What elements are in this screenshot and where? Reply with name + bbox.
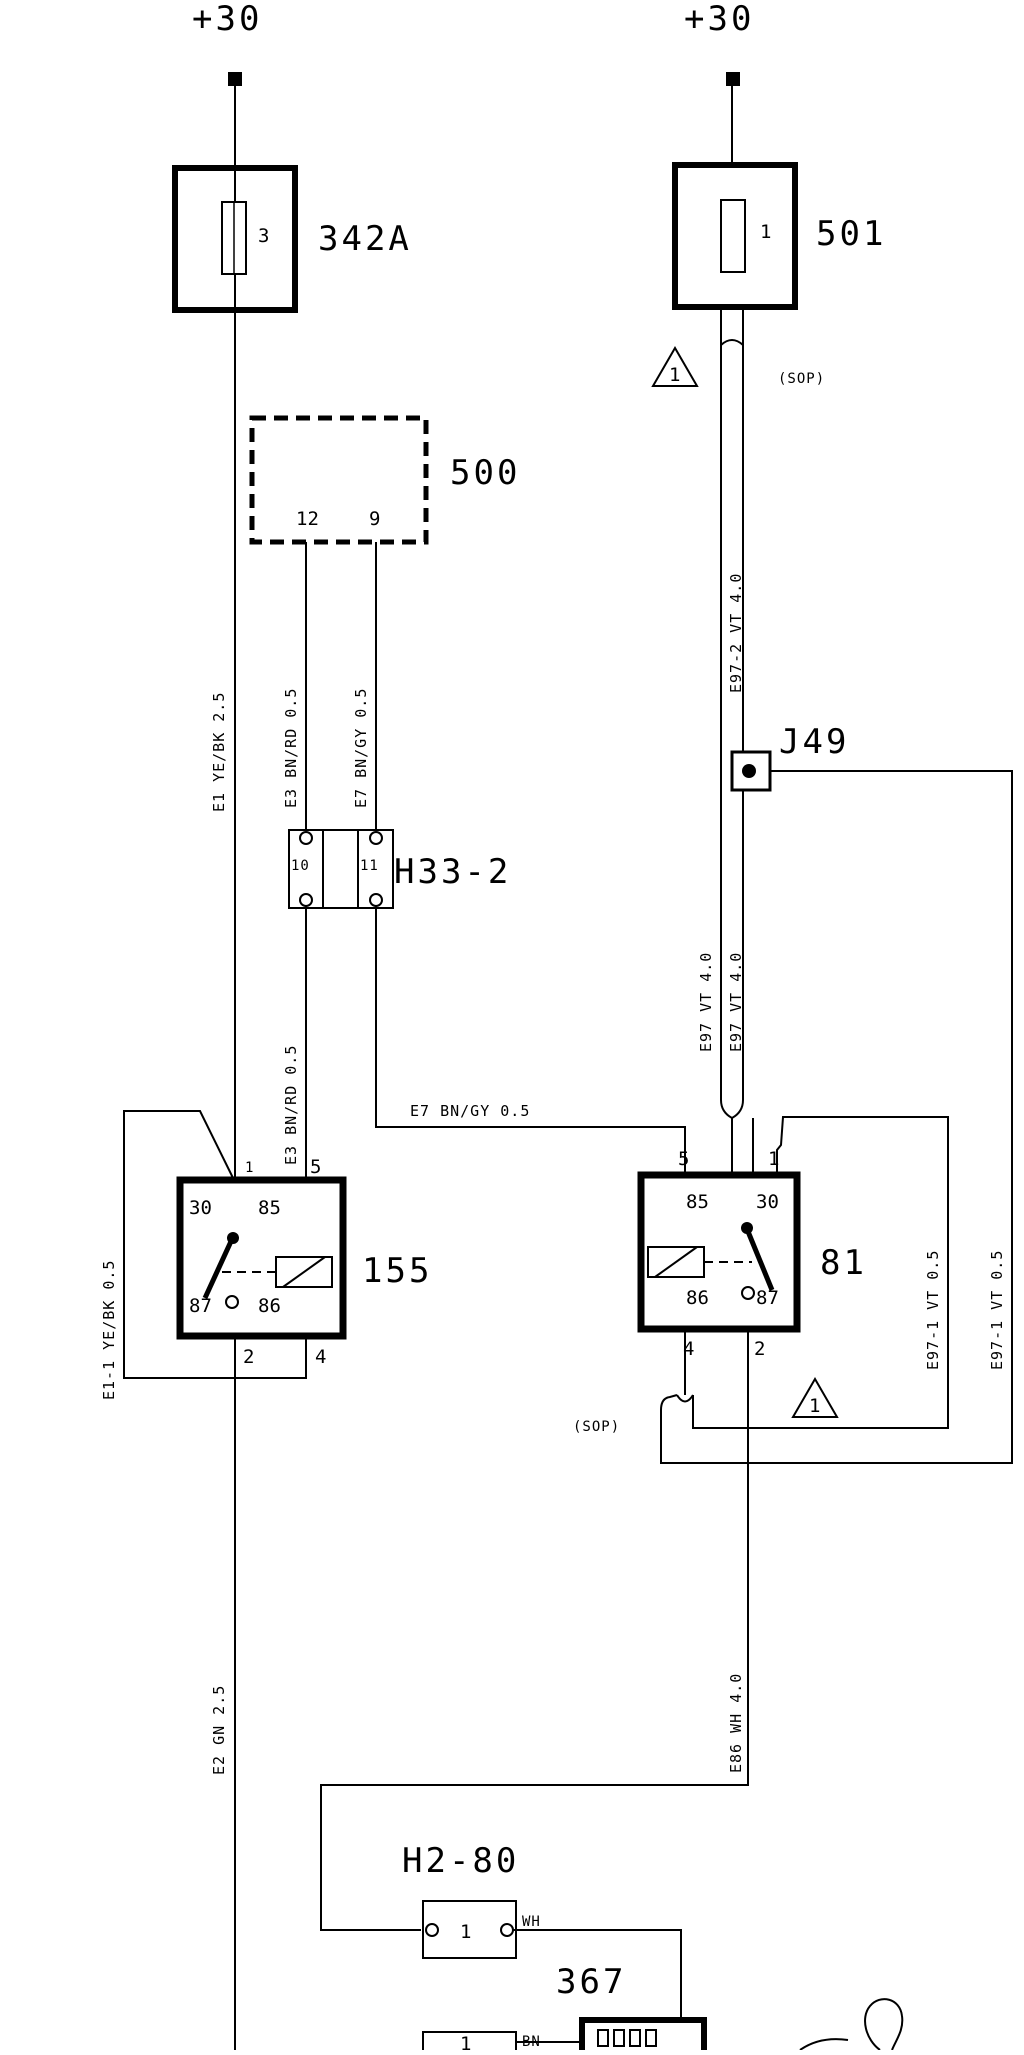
terminal-right xyxy=(726,72,740,86)
wire-label-e97-2: E97-2 VT 4.0 xyxy=(727,573,745,693)
svg-text:1: 1 xyxy=(460,1921,471,1943)
relay-155: 30 85 87 86 1 5 2 4 xyxy=(176,1156,347,1368)
svg-text:85: 85 xyxy=(258,1197,281,1219)
svg-text:87: 87 xyxy=(756,1287,779,1309)
svg-text:1: 1 xyxy=(809,1395,820,1417)
splice-j49 xyxy=(730,750,772,792)
fuse-342a: 3 xyxy=(172,165,298,313)
svg-text:5: 5 xyxy=(678,1148,689,1170)
connector-367 xyxy=(422,2031,517,2055)
svg-text:30: 30 xyxy=(189,1197,212,1219)
connector-h33-2: 10 11 xyxy=(288,829,394,909)
svg-text:1: 1 xyxy=(245,1160,254,1176)
wire-label-e3-upper: E3 BN/RD 0.5 xyxy=(282,688,300,808)
connector-h2-80: 1 xyxy=(422,1900,517,1959)
svg-text:1: 1 xyxy=(669,364,680,386)
terminal-left xyxy=(228,72,242,86)
h33-pin-10: 10 xyxy=(291,858,310,874)
svg-text:86: 86 xyxy=(258,1295,281,1317)
connector-h2-80-label: H2-80 xyxy=(402,1841,519,1881)
svg-text:1: 1 xyxy=(460,2033,471,2050)
wire-e7-lower xyxy=(375,906,686,1175)
wire-label-e97-b: E97 VT 4.0 xyxy=(727,952,745,1052)
fuse-501: 1 xyxy=(672,162,798,310)
warning-triangle-icon: 1 xyxy=(791,1377,839,1418)
component-367 xyxy=(579,2017,707,2055)
lamp-icon xyxy=(799,1998,904,2051)
control-unit-pin-12: 12 xyxy=(296,508,319,530)
fuse-501-label: 501 xyxy=(816,214,886,254)
component-367-label: 367 xyxy=(556,1962,626,2002)
svg-text:87: 87 xyxy=(189,1295,212,1317)
svg-text:86: 86 xyxy=(686,1287,709,1309)
wire-label-e2: E2 GN 2.5 xyxy=(210,1685,228,1775)
wire-label-e1-1: E1-1 YE/BK 0.5 xyxy=(100,1260,118,1400)
fuse-342a-label: 342A xyxy=(318,219,412,259)
warning-triangle-icon: 1 xyxy=(651,346,699,387)
wire-label-e7-upper: E7 BN/GY 0.5 xyxy=(352,688,370,808)
sop-note-lower: (SOP) xyxy=(573,1419,620,1435)
relay-81: 85 30 86 87 5 1 4 2 xyxy=(637,1148,801,1360)
h2-wire-color: WH xyxy=(522,1914,541,1930)
wire-e86 xyxy=(320,1329,749,1931)
relay-81-label: 81 xyxy=(820,1243,867,1283)
svg-text:2: 2 xyxy=(243,1346,254,1368)
wire-label-e1: E1 YE/BK 2.5 xyxy=(210,692,228,812)
splice-j49-label: J49 xyxy=(779,722,849,762)
wire-e97-1-inner xyxy=(692,1116,949,1429)
svg-text:4: 4 xyxy=(683,1338,694,1360)
supply-label-right: +30 xyxy=(684,0,754,39)
h33-pin-11: 11 xyxy=(360,858,379,874)
wire-label-e97-a: E97 VT 4.0 xyxy=(697,952,715,1052)
wire-e1-1 xyxy=(123,1110,307,1379)
wire-e97-2-top xyxy=(720,307,744,348)
svg-text:2: 2 xyxy=(754,1338,765,1360)
svg-text:85: 85 xyxy=(686,1191,709,1213)
control-unit-500: 12 9 xyxy=(249,415,429,545)
svg-text:5: 5 xyxy=(310,1156,321,1178)
wire-label-e7-lower: E7 BN/GY 0.5 xyxy=(410,1102,530,1120)
fuse-501-pin: 1 xyxy=(760,221,771,243)
relay-155-label: 155 xyxy=(362,1251,432,1291)
svg-text:4: 4 xyxy=(315,1346,326,1368)
control-unit-label: 500 xyxy=(450,453,520,493)
svg-text:1: 1 xyxy=(768,1148,779,1170)
wire-label-e3-lower: E3 BN/RD 0.5 xyxy=(282,1045,300,1165)
control-unit-pin-9: 9 xyxy=(369,508,380,530)
wire-label-e97-1-b: E97-1 VT 0.5 xyxy=(988,1250,1006,1370)
fuse-342a-pin: 3 xyxy=(258,225,269,247)
connector-h33-2-label: H33-2 xyxy=(394,852,511,892)
svg-text:30: 30 xyxy=(756,1191,779,1213)
wire-label-e86: E86 WH 4.0 xyxy=(727,1673,745,1773)
supply-label-left: +30 xyxy=(192,0,262,39)
sop-note-upper: (SOP) xyxy=(778,371,825,387)
wire-label-e97-1-a: E97-1 VT 0.5 xyxy=(924,1250,942,1370)
